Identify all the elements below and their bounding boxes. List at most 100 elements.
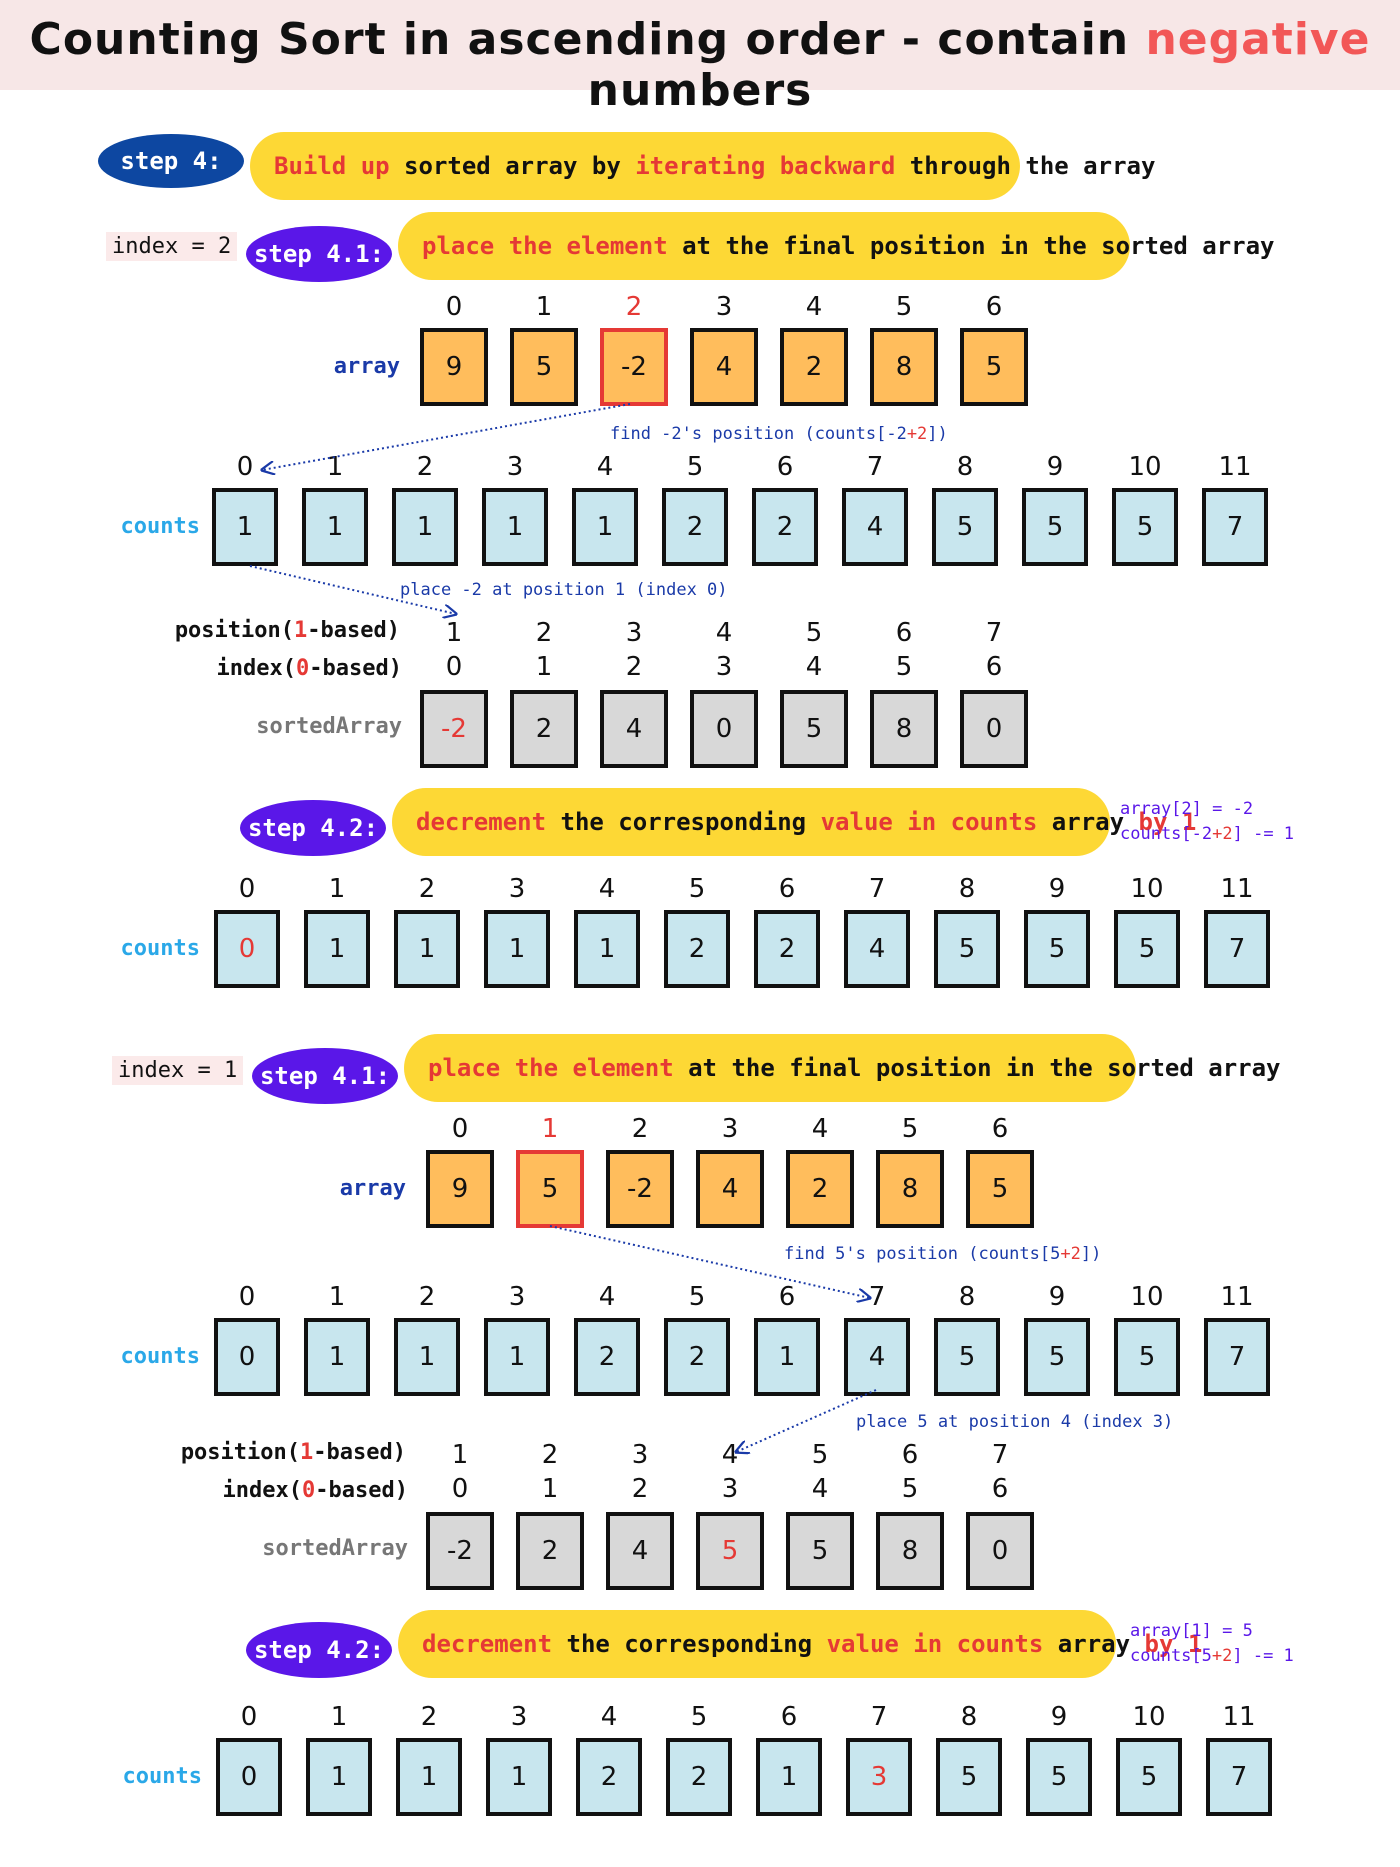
s2-counts-cell: 5 xyxy=(934,1318,1000,1396)
page-title: Counting Sort in ascending order - conta… xyxy=(0,14,1400,116)
s2-step41-pill: place the element at the final position … xyxy=(404,1034,1281,1102)
s2-sorted-cell: 2 xyxy=(516,1512,584,1590)
s2-counts-index-tick: 0 xyxy=(238,1282,256,1312)
s1-sorted-cell: 4 xyxy=(600,690,668,768)
s1-counts-after-index-tick: 7 xyxy=(868,874,886,904)
s1-counts-after-index-tick: 2 xyxy=(418,874,436,904)
s2-counts-after-cell: 2 xyxy=(666,1738,732,1816)
s1-position-tick: 3 xyxy=(625,618,643,648)
s1-counts-cell: 5 xyxy=(1022,488,1088,566)
s1-index-tick: 1 xyxy=(535,652,553,682)
step4-pill-p1: Build up xyxy=(274,152,390,180)
s1-sorted-cell: 0 xyxy=(960,690,1028,768)
s2-counts-after-index-tick: 11 xyxy=(1222,1702,1256,1732)
s1-index-tick: 2 xyxy=(625,652,643,682)
s1-step42-badge: step 4.2: xyxy=(240,800,386,856)
s1-idx-suffix: -based) xyxy=(309,656,402,681)
s2-position-tick: 1 xyxy=(451,1440,469,1470)
s1-counts-index-tick: 2 xyxy=(416,452,434,482)
s1-step41-pill-p2: at the final position in the sorted arra… xyxy=(667,232,1275,260)
s2-counts-cell: 4 xyxy=(844,1318,910,1396)
s1-side-line2: counts[-2+2] -= 1 xyxy=(1120,822,1294,847)
s1-counts-cell: 5 xyxy=(1112,488,1178,566)
s2-array-cell: -2 xyxy=(606,1150,674,1228)
s1-counts-index-tick: 3 xyxy=(506,452,524,482)
s1-find-note-a: find -2's position (counts[-2 xyxy=(610,424,907,444)
s1-counts-cell: 5 xyxy=(932,488,998,566)
s2-index-tick: 1 xyxy=(541,1474,559,1504)
s1-array-index-tick: 2 xyxy=(625,292,643,322)
s2-position-label: position(1-based) xyxy=(156,1440,406,1465)
s1-side-line2b: +2 xyxy=(1212,824,1233,844)
s1-side-note: array[2] = -2 counts[-2+2] -= 1 xyxy=(1120,797,1294,847)
s2-counts-after-cell: 5 xyxy=(1116,1738,1182,1816)
s2-position-tick: 2 xyxy=(541,1440,559,1470)
s2-counts-after-index-tick: 4 xyxy=(600,1702,618,1732)
s1-step42-pill-p2: the corresponding xyxy=(546,808,821,836)
s2-idx-num: 0 xyxy=(302,1478,316,1503)
s2-counts-cell: 1 xyxy=(754,1318,820,1396)
s2-array-cell: 9 xyxy=(426,1150,494,1228)
s1-counts-index-tick: 7 xyxy=(866,452,884,482)
s1-sorted-cell: 8 xyxy=(870,690,938,768)
s2-counts-cell: 5 xyxy=(1024,1318,1090,1396)
s2-step41-pill-p1: place the element xyxy=(428,1054,674,1082)
s1-counts-label: counts xyxy=(120,514,200,539)
s2-index-tick: 0 xyxy=(451,1474,469,1504)
s1-index-label: index = 2 xyxy=(106,232,238,261)
s1-counts-after-index-tick: 5 xyxy=(688,874,706,904)
s1-idx-num: 0 xyxy=(296,656,310,681)
s2-find-note-c: ]) xyxy=(1080,1244,1102,1264)
s2-place-arrow xyxy=(736,1389,877,1452)
s1-counts-index-tick: 9 xyxy=(1046,452,1064,482)
s1-counts-after-cell: 5 xyxy=(1024,910,1090,988)
s2-side-note: array[1] = 5 counts[5+2] -= 1 xyxy=(1130,1619,1294,1669)
s2-step42-pill-p3: value in counts xyxy=(826,1630,1044,1658)
s2-position-tick: 5 xyxy=(811,1440,829,1470)
s2-counts-after-cell: 3 xyxy=(846,1738,912,1816)
s1-side-line2c: ] -= 1 xyxy=(1232,824,1295,844)
s1-counts-index-tick: 1 xyxy=(326,452,344,482)
s1-counts-cell: 4 xyxy=(842,488,908,566)
s2-step42-pill: decrement the corresponding value in cou… xyxy=(398,1610,1202,1678)
s2-counts-after-cell: 2 xyxy=(576,1738,642,1816)
s1-step41-pill-p1: place the element xyxy=(422,232,668,260)
s1-pos-num: 1 xyxy=(294,618,308,643)
s1-position-tick: 6 xyxy=(895,618,913,648)
s2-sorted-cell: 8 xyxy=(876,1512,944,1590)
s2-array-index-tick: 3 xyxy=(721,1114,739,1144)
s2-counts-after-index-tick: 9 xyxy=(1050,1702,1068,1732)
s1-place-note: place -2 at position 1 (index 0) xyxy=(400,580,728,600)
s1-counts-cell: 1 xyxy=(482,488,548,566)
s1-index-tick: 4 xyxy=(805,652,823,682)
s2-sorted-cell: 4 xyxy=(606,1512,674,1590)
s1-step41-badge: step 4.1: xyxy=(246,226,392,282)
s2-counts-index-tick: 3 xyxy=(508,1282,526,1312)
s1-counts-after-index-tick: 6 xyxy=(778,874,796,904)
s2-sorted-cell: -2 xyxy=(426,1512,494,1590)
s2-counts-after-cell: 1 xyxy=(486,1738,552,1816)
s2-counts-after-cell: 1 xyxy=(396,1738,462,1816)
step4-badge: step 4: xyxy=(98,134,244,188)
s2-sorted-label: sortedArray xyxy=(262,1536,408,1561)
s1-pos-prefix: position( xyxy=(174,618,295,643)
s2-array-index-tick: 1 xyxy=(541,1114,559,1144)
s2-step42-pill-p1: decrement xyxy=(422,1630,553,1658)
s2-counts-cell: 1 xyxy=(394,1318,460,1396)
s2-counts-after-label: counts xyxy=(122,1764,202,1789)
s2-counts-after-index-tick: 2 xyxy=(420,1702,438,1732)
s1-find-note: find -2's position (counts[-2+2]) xyxy=(610,424,948,444)
s2-counts-index-tick: 11 xyxy=(1220,1282,1254,1312)
s1-position-tick: 5 xyxy=(805,618,823,648)
s1-counts-after-cell: 1 xyxy=(484,910,550,988)
s1-array-index-tick: 6 xyxy=(985,292,1003,322)
s2-step42-pill-p4: array xyxy=(1043,1630,1145,1658)
s2-index-tick: 3 xyxy=(721,1474,739,1504)
s2-counts-index-tick: 5 xyxy=(688,1282,706,1312)
s1-position-label: position(1-based) xyxy=(150,618,400,643)
s2-counts-after-cell: 0 xyxy=(216,1738,282,1816)
s1-find-note-b: +2 xyxy=(906,424,928,444)
s2-array-cell: 5 xyxy=(966,1150,1034,1228)
s1-find-arrow xyxy=(262,403,631,470)
s2-counts-after-cell: 5 xyxy=(936,1738,1002,1816)
